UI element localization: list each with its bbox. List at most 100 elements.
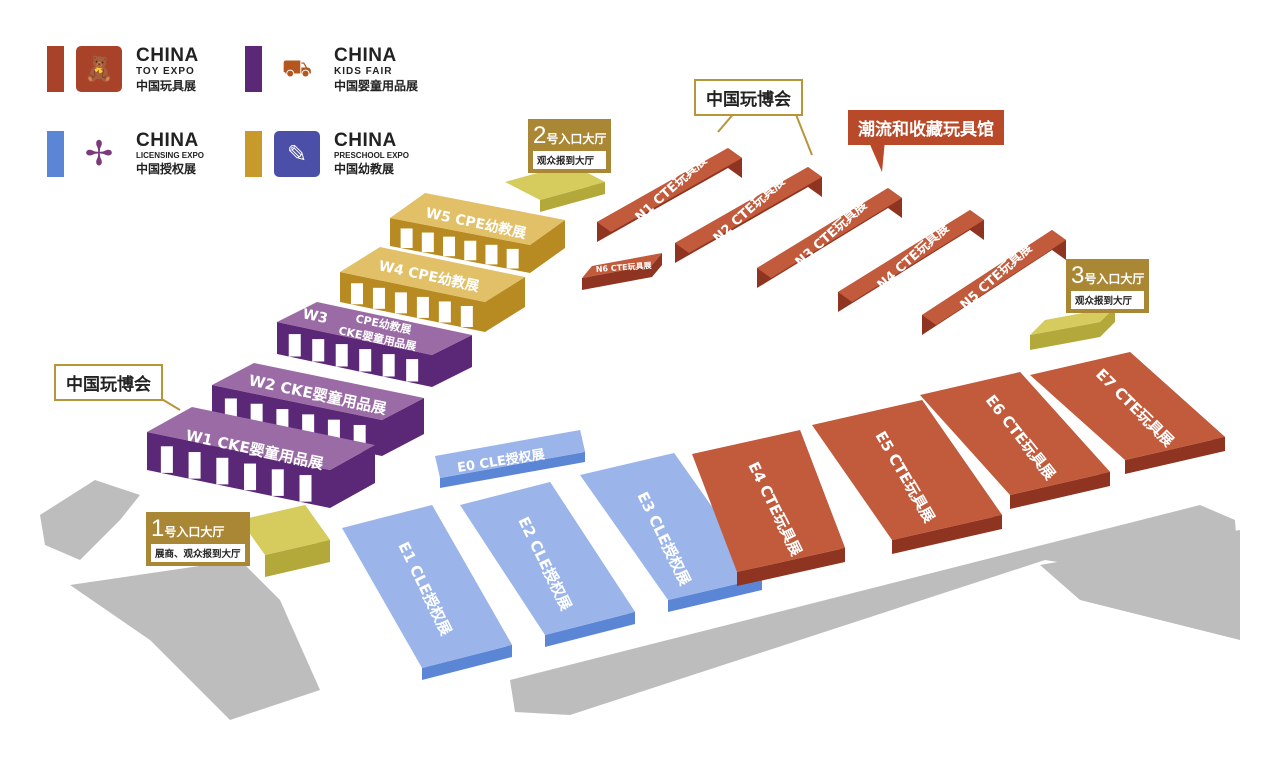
hall-n5-label[interactable]: N5 CTE玩具展 [958,240,1036,313]
hall-window [335,344,348,367]
hall-side-face [530,220,565,273]
hall-n2-label[interactable]: N2 CTE玩具展 [711,173,789,246]
hall-window [250,403,263,429]
hall-side-face [330,445,375,508]
hall-e0[interactable] [435,430,585,488]
hall-front-face [545,612,635,647]
hall-window [359,349,372,372]
hall-window [372,287,385,309]
hall-window [216,457,229,485]
hall-n4[interactable] [838,210,984,312]
hall-window [244,463,257,491]
hall-front-face [1010,472,1110,509]
hall-roof [340,247,525,302]
hall-front-face [892,515,1002,554]
hall-window [485,244,498,265]
hall-side-face [652,253,662,277]
hall-window [350,283,363,305]
hall-w1[interactable] [147,407,375,508]
hall-side-face [382,398,424,456]
hall-roof [597,148,742,232]
roads [40,480,1240,720]
hall-roof [342,505,512,668]
hall-n4-label[interactable]: N4 CTE玩具展 [875,220,953,293]
entrance-1-building[interactable] [240,505,330,577]
teddy-bear-icon: 🧸 [76,46,122,92]
hall-n6-label[interactable]: N6 CTE玩具展 [596,261,652,274]
callout-toy-fair-west: 中国玩博会 [54,364,163,401]
hall-front-face [265,540,330,577]
road [1040,530,1240,640]
hall-roof [838,210,984,302]
hall-n3-label[interactable]: N3 CTE玩具展 [793,197,871,270]
callout-toy-fair-north: 中国玩博会 [694,79,803,116]
hall-n6[interactable] [582,253,662,290]
entrance-3[interactable]: 3号入口大厅 观众报到大厅 [1066,259,1150,313]
hall-window [438,301,451,323]
hall-roof [212,363,424,420]
hall-front-face [1125,437,1225,474]
hall-window [288,334,301,357]
hall-n5[interactable] [922,230,1066,335]
hall-roof [920,372,1110,495]
hall-window [443,236,456,257]
hall-front-face [582,265,652,290]
hall-roof [277,302,472,355]
hall-roof [240,505,330,555]
hall-n1[interactable] [597,148,742,242]
hall-window [421,232,434,253]
callout-trend-collectible-hall: 潮流和收藏玩具馆 [848,110,1004,145]
hall-window [460,306,473,327]
hall-front-face [440,452,585,488]
entrance-3-building[interactable] [1030,307,1115,350]
hall-side-face [432,335,472,387]
hall-side-face [1100,307,1115,337]
hall-roof [505,164,605,200]
hall-window [506,248,519,269]
hall-roof [460,482,635,635]
hall-side-face [485,277,525,332]
butterfly-pencil-icon: ✎ [274,131,320,177]
hall-roof [757,188,902,278]
hall-front-face [422,645,512,680]
hall-window [299,475,312,502]
hall-window [464,240,477,261]
trend-pointer [868,140,885,172]
hall-roof [812,400,1002,540]
hall-e1[interactable] [342,505,512,680]
hall-window [416,296,429,318]
entrance-2[interactable]: 2号入口大厅 观众报到大厅 [528,119,612,173]
hall-front-face [737,548,845,586]
hall-roof [675,167,822,253]
hall-window [271,469,284,496]
hall-n1-label[interactable]: N1 CTE玩具展 [633,152,711,225]
hall-n2[interactable] [675,167,822,263]
hall-e2[interactable] [460,482,635,647]
hall-front-face [147,432,330,508]
hall-window [400,228,413,249]
hall-w3-label[interactable]: W3 [301,306,329,327]
hall-e6[interactable] [920,372,1110,509]
hall-roof [147,407,375,470]
entrance-1[interactable]: 1号入口大厅 展商、观众报到大厅 [146,512,250,566]
hall-front-face [668,578,762,612]
road [70,560,320,720]
hall-window [312,339,325,362]
pinwheel-icon: ✢ [84,134,114,174]
hall-roof [582,253,662,278]
hall-window [382,354,395,377]
hall-e4[interactable] [692,430,845,586]
hall-n3[interactable] [757,188,902,288]
hall-front-face [1030,322,1100,350]
road [510,505,1240,715]
hall-e7[interactable] [1030,352,1225,474]
hall-front-face [540,182,605,212]
hall-e5[interactable] [812,400,1002,554]
hall-roof [922,230,1066,325]
